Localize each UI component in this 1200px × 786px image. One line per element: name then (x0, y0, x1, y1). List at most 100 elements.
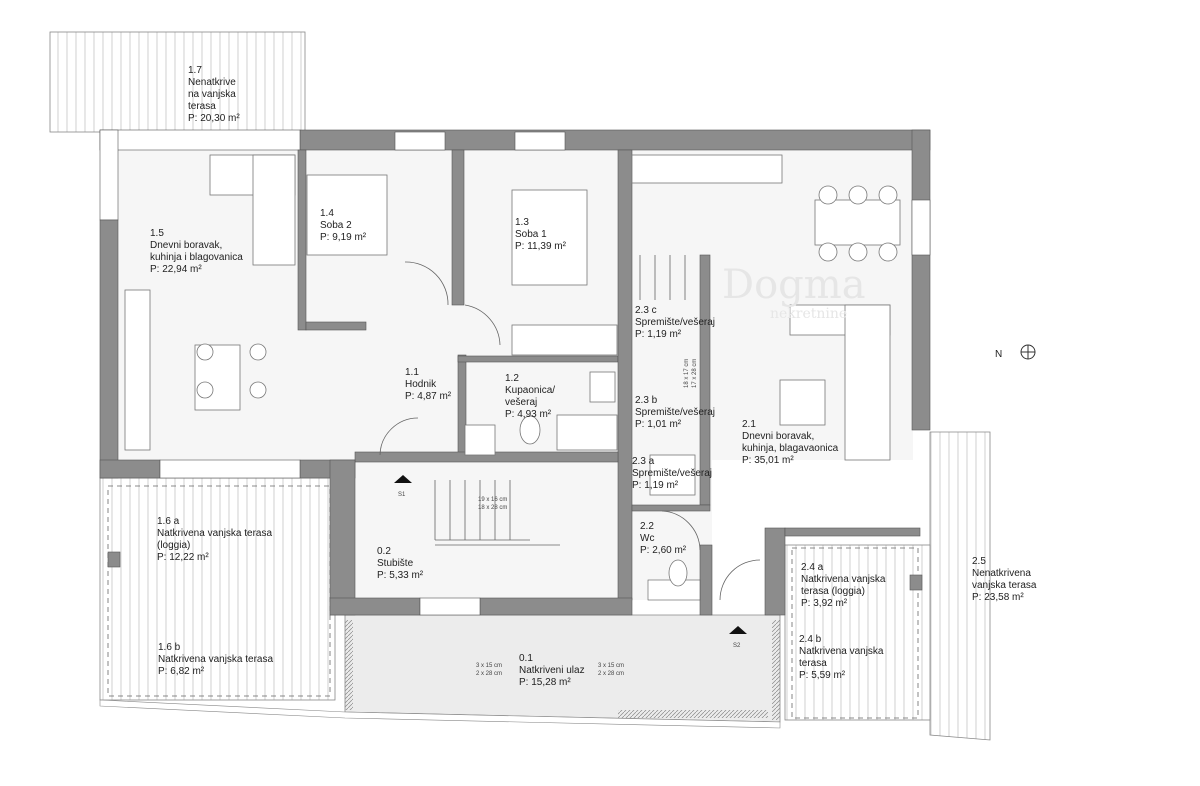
room-number: 1.6 a (157, 516, 180, 527)
svg-text:S2: S2 (733, 643, 741, 649)
svg-text:S1: S1 (398, 492, 406, 498)
stair-dimension-main: 19 x 16 cm 18 x 28 cm (478, 497, 507, 511)
room-number: 2.3 b (635, 395, 658, 406)
room-area: P: 9,19 m² (320, 232, 367, 243)
north-compass-icon (1020, 344, 1036, 360)
svg-text:2 x 28 cm: 2 x 28 cm (476, 671, 502, 677)
room-name: (loggia) (157, 540, 190, 551)
stair-dimension-entry-right: 3 x 15 cm 2 x 28 cm (598, 663, 624, 677)
room-number: 2.4 b (799, 634, 822, 645)
svg-text:nekretnine: nekretnine (770, 306, 847, 322)
room-number: 0.2 (377, 546, 391, 557)
room-name: Natkrivena vanjska terasa (158, 654, 273, 665)
room-name: na vanjska (188, 89, 236, 100)
walls (99, 129, 931, 616)
section-marker-s1: S1 (394, 475, 412, 498)
room-name: Spremište/vešeraj (632, 468, 712, 479)
room-number: 2.4 a (801, 562, 824, 573)
room-number: 2.2 (640, 521, 654, 532)
svg-text:N: N (995, 349, 1002, 360)
room-name: terasa (188, 101, 216, 112)
room-area: P: 4,87 m² (405, 391, 452, 402)
room-name: Dnevni boravak, (150, 240, 222, 251)
room-area: P: 6,82 m² (158, 666, 205, 677)
room-area: P: 3,92 m² (801, 598, 848, 609)
svg-text:19 x 16 cm: 19 x 16 cm (478, 497, 507, 503)
room-area: P: 2,60 m² (640, 545, 687, 556)
svg-text:3 x 15 cm: 3 x 15 cm (476, 663, 502, 669)
svg-text:18 x 17 cm: 18 x 17 cm (684, 359, 690, 388)
stair-dimension-upper: 18 x 17 cm 17 x 28 cm (684, 359, 698, 388)
room-number: 1.6 b (158, 642, 181, 653)
room-name: Natkrivena vanjska (799, 646, 884, 657)
room-number: 1.2 (505, 373, 519, 384)
svg-text:Dogma: Dogma (722, 262, 866, 308)
room-number: 0.1 (519, 653, 533, 664)
room-area: P: 1,19 m² (635, 329, 682, 340)
room-name: vešeraj (505, 397, 537, 408)
room-name: Soba 1 (515, 229, 547, 240)
north-indicator: N (995, 344, 1036, 360)
room-number: 1.4 (320, 208, 334, 219)
room-name: Natkriveni ulaz (519, 665, 585, 676)
room-number: 1.3 (515, 217, 529, 228)
section-marker-s2: S2 (729, 626, 747, 649)
stair-dimension-entry-left: 3 x 15 cm 2 x 28 cm (476, 663, 502, 677)
room-area: P: 5,33 m² (377, 570, 424, 581)
room-name: terasa (loggia) (801, 586, 865, 597)
room-name: kuhinja i blagovanica (150, 252, 243, 263)
terrace-areas (49, 31, 991, 741)
room-name: Natkrivena vanjska terasa (157, 528, 272, 539)
room-name: Dnevni boravak, (742, 431, 814, 442)
furniture (124, 154, 901, 601)
watermark-logo: Dogma nekretnine (722, 262, 866, 322)
room-number: 2.3 a (632, 456, 655, 467)
terrace-2-4 (784, 544, 931, 721)
room-name: Wc (640, 533, 654, 544)
room-name: Soba 2 (320, 220, 352, 231)
room-name: Hodnik (405, 379, 437, 390)
svg-text:2 x 28 cm: 2 x 28 cm (598, 671, 624, 677)
room-name: Spremište/vešeraj (635, 317, 715, 328)
room-name: Kupaonica/ (505, 385, 555, 396)
terrace-1-7 (49, 31, 306, 133)
room-area: P: 11,39 m² (515, 241, 567, 252)
room-area: P: 15,28 m² (519, 677, 571, 688)
svg-text:18 x 28 cm: 18 x 28 cm (478, 505, 507, 511)
room-name: Natkrivena vanjska (801, 574, 886, 585)
room-area: P: 22,94 m² (150, 264, 202, 275)
room-number: 1.7 (188, 65, 202, 76)
room-area: P: 35,01 m² (742, 455, 794, 466)
room-area: P: 4,93 m² (505, 409, 552, 420)
room-name: vanjska terasa (972, 580, 1037, 591)
room-number: 1.1 (405, 367, 419, 378)
